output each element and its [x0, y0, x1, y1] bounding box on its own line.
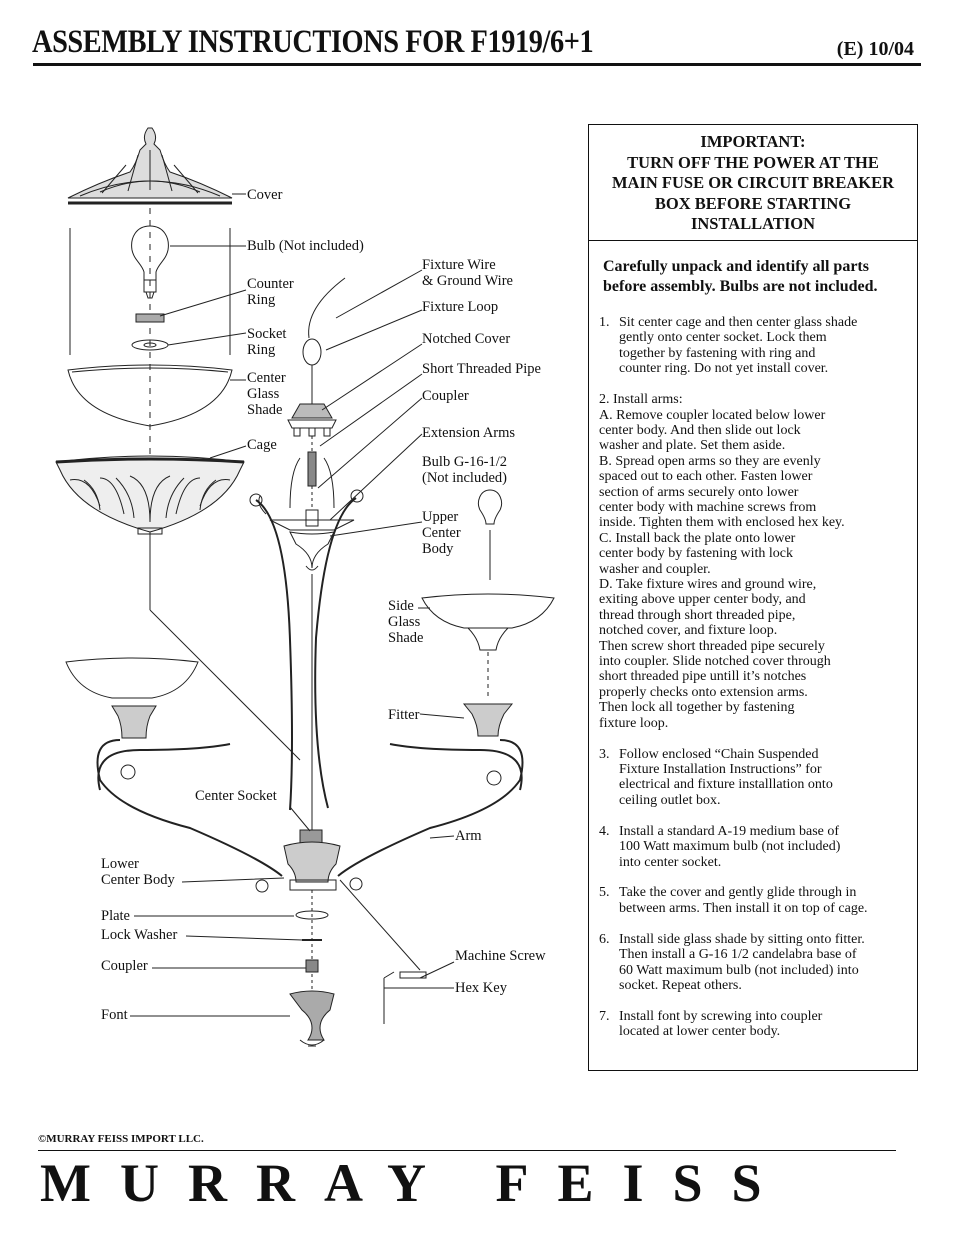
label-machine-screw: Machine Screw	[455, 948, 546, 964]
step-text: Install font by screwing into coupler lo…	[619, 1008, 823, 1040]
step-7: 7. Install font by screwing into coupler…	[599, 1009, 911, 1040]
step-number: 4.	[599, 823, 610, 839]
step-text: Install a standard A-19 medium base of 1…	[619, 823, 841, 870]
step-3: 3. Follow enclosed “Chain Suspended Fixt…	[599, 747, 911, 809]
label-fitter: Fitter	[388, 707, 420, 723]
important-warning: IMPORTANT: TURN OFF THE POWER AT THE MAI…	[589, 125, 917, 241]
label-bulb-g16: Bulb G-16-1/2 (Not included)	[422, 454, 507, 486]
brand-logo: MURRAY FEISS	[40, 1153, 791, 1213]
label-arm: Arm	[455, 828, 482, 844]
label-socket-ring: Socket Ring	[247, 326, 287, 358]
step-2: 2. Install arms: A. Remove coupler locat…	[599, 392, 845, 731]
cover-part	[67, 127, 233, 205]
step-6: 6. Install side glass shade by sitting o…	[599, 932, 911, 994]
label-extension-arms: Extension Arms	[422, 425, 516, 441]
label-center-socket: Center Socket	[195, 788, 277, 804]
page-title: ASSEMBLY INSTRUCTIONS FOR F1919/6+1	[32, 24, 594, 60]
label-lock-washer: Lock Washer	[101, 927, 178, 943]
step-text: Sit center cage and then center glass sh…	[619, 315, 858, 377]
step-number: 7.	[599, 1008, 610, 1024]
steps-list: 1. Sit center cage and then center glass…	[599, 315, 911, 1055]
label-counter-ring: Counter Ring	[247, 276, 294, 308]
footer-rule	[38, 1150, 896, 1151]
step-number: 6.	[599, 931, 610, 947]
label-cage: Cage	[247, 437, 277, 453]
intro-text: Carefully unpack and identify all parts …	[603, 258, 878, 295]
label-lower-center-body: Lower Center Body	[101, 856, 175, 888]
cage-part	[55, 455, 245, 535]
step-number: 1.	[599, 315, 610, 330]
label-notched-cover: Notched Cover	[422, 331, 511, 347]
step-text: Follow enclosed “Chain Suspended Fixture…	[619, 746, 833, 808]
label-fixture-loop: Fixture Loop	[422, 299, 499, 315]
label-plate: Plate	[101, 908, 130, 924]
step-number: 3.	[599, 746, 610, 762]
document-code: (E) 10/04	[836, 38, 914, 60]
label-side-glass-shade: Side Glass Shade	[388, 598, 424, 646]
instruction-box: IMPORTANT: TURN OFF THE POWER AT THE MAI…	[588, 124, 918, 1071]
step-4: 4. Install a standard A-19 medium base o…	[599, 824, 911, 870]
label-upper-center-body: Upper Center Body	[422, 509, 461, 557]
label-short-threaded-pipe: Short Threaded Pipe	[422, 361, 541, 377]
step-number: 5.	[599, 885, 610, 901]
step-text: Take the cover and gently glide through …	[619, 885, 868, 916]
label-coupler-top: Coupler	[422, 388, 469, 404]
copyright: ©MURRAY FEISS IMPORT LLC.	[38, 1133, 204, 1145]
step-5: 5. Take the cover and gently glide throu…	[599, 885, 911, 916]
label-cover: Cover	[247, 187, 283, 203]
center-bulb	[131, 225, 169, 299]
label-font: Font	[101, 1007, 128, 1023]
header-rule	[33, 63, 921, 66]
label-hex-key: Hex Key	[455, 980, 507, 996]
label-coupler-bottom: Coupler	[101, 958, 148, 974]
label-bulb: Bulb (Not included)	[247, 238, 364, 254]
step-1: 1. Sit center cage and then center glass…	[599, 315, 911, 377]
label-fixture-wire: Fixture Wire & Ground Wire	[422, 257, 513, 289]
step-text: Install side glass shade by sitting onto…	[619, 931, 865, 993]
label-center-glass-shade: Center Glass Shade	[247, 370, 286, 418]
